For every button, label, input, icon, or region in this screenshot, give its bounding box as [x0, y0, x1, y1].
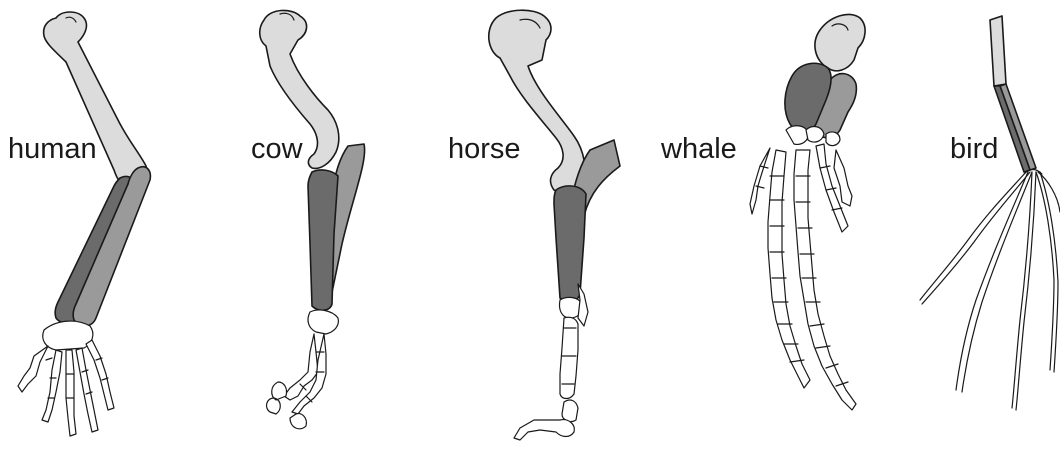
human-limb — [18, 12, 150, 436]
horse-hoof — [514, 284, 588, 440]
cow-ulna — [308, 170, 338, 310]
horse-ulna — [554, 186, 586, 302]
label-human: human — [8, 133, 97, 165]
label-bird: bird — [950, 133, 998, 165]
whale-limb — [750, 14, 865, 410]
bird-humerus — [990, 16, 1006, 86]
cow-limb — [260, 10, 365, 428]
cow-hoof — [267, 310, 339, 429]
label-cow: cow — [251, 133, 304, 165]
whale-flipper-bones — [750, 126, 856, 410]
human-hand — [18, 321, 114, 436]
label-horse: horse — [448, 133, 521, 165]
bird-limb — [920, 16, 1060, 410]
horse-limb — [489, 10, 620, 440]
whale-humerus — [815, 14, 865, 70]
bird-digits — [920, 170, 1060, 411]
label-whale: whale — [660, 133, 737, 165]
horse-humerus — [489, 10, 585, 193]
